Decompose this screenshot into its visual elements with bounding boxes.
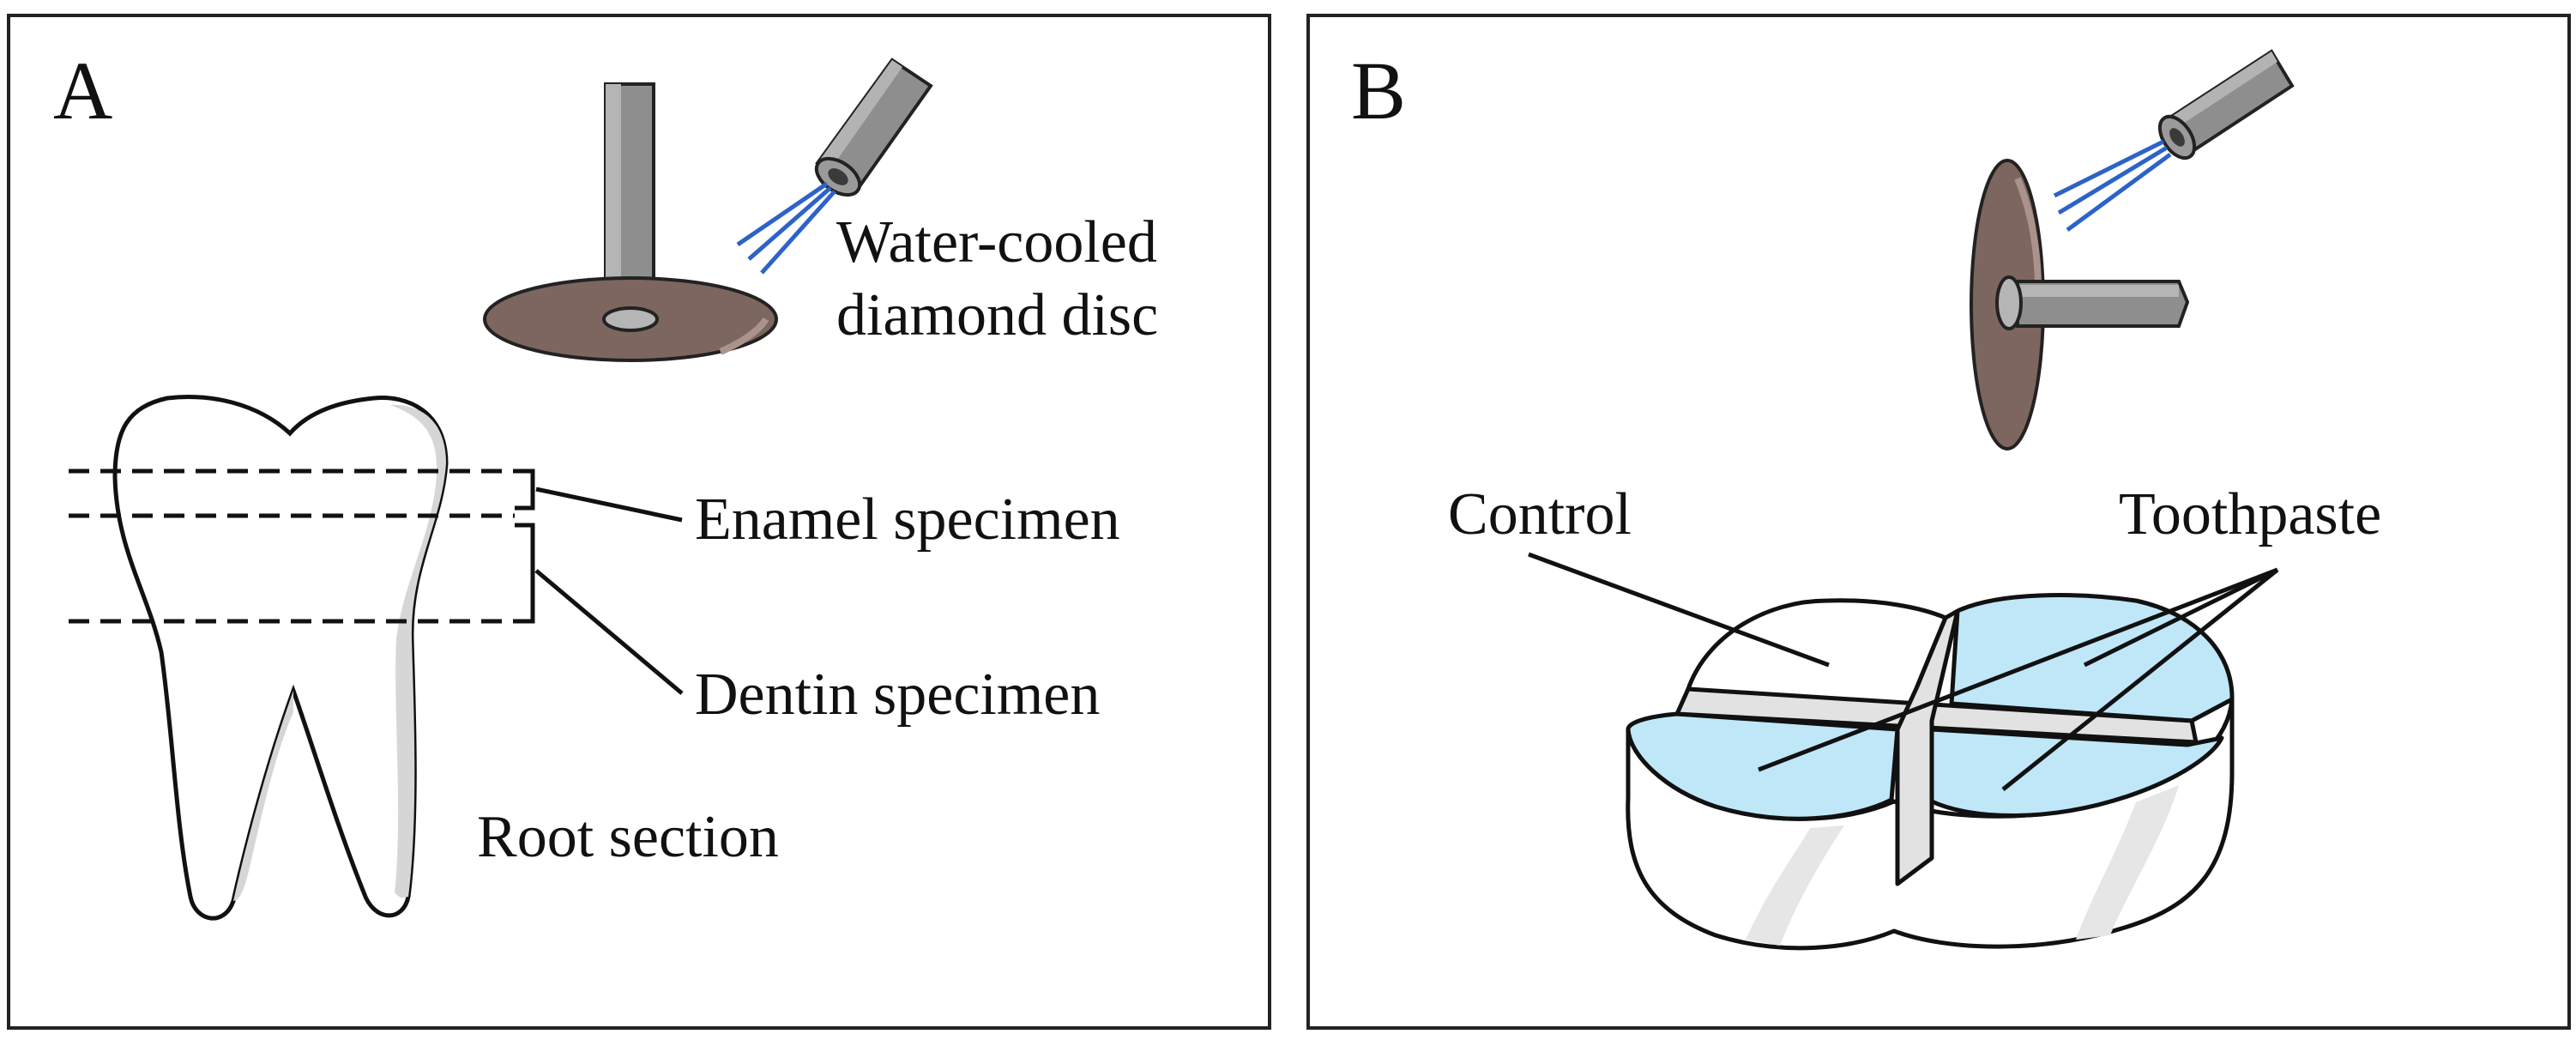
control-label: Control bbox=[1448, 481, 1632, 547]
root-label: Root section bbox=[477, 804, 779, 870]
diamond-disc-horizontal bbox=[483, 82, 778, 362]
panel-a-letter: A bbox=[53, 45, 112, 136]
panel-b: B bbox=[1306, 14, 2571, 1030]
tooth-drawing bbox=[112, 395, 449, 921]
water-nozzle-b bbox=[2053, 49, 2295, 233]
sectioned-tooth-block bbox=[1626, 593, 2235, 951]
tooth-shade-right bbox=[390, 404, 446, 898]
dentin-leader bbox=[534, 569, 684, 695]
toothpaste-leaders bbox=[1758, 567, 2279, 791]
disc-hub bbox=[602, 306, 659, 332]
enamel-bracket bbox=[515, 469, 535, 511]
enamel-label: Enamel specimen bbox=[695, 487, 1120, 553]
quadrant-control bbox=[1686, 598, 1948, 710]
panel-b-letter: B bbox=[1351, 45, 1406, 136]
control-leader bbox=[1528, 552, 1830, 668]
cut-groove-vertical bbox=[1895, 608, 1960, 886]
section-lines bbox=[69, 469, 515, 624]
dentin-bracket bbox=[515, 523, 535, 624]
panel-a: A Water-cooled diamond disc bbox=[7, 14, 1271, 1030]
water-nozzle-a bbox=[736, 57, 933, 275]
quadrant-treated-bottom-right bbox=[1929, 727, 2224, 818]
tooth-shade-root bbox=[233, 691, 293, 901]
enamel-leader bbox=[535, 487, 683, 523]
disc-label-line2: diamond disc bbox=[836, 282, 1158, 348]
cut-groove-horizontal bbox=[1674, 686, 2199, 745]
dentin-label: Dentin specimen bbox=[695, 662, 1100, 728]
toothpaste-label: Toothpaste bbox=[2119, 481, 2381, 547]
diamond-disc-vertical bbox=[1970, 159, 2190, 450]
disc-hub-vertical bbox=[1995, 275, 2023, 330]
disc-label-line1: Water-cooled bbox=[836, 209, 1157, 275]
tooth-outline bbox=[112, 395, 449, 921]
